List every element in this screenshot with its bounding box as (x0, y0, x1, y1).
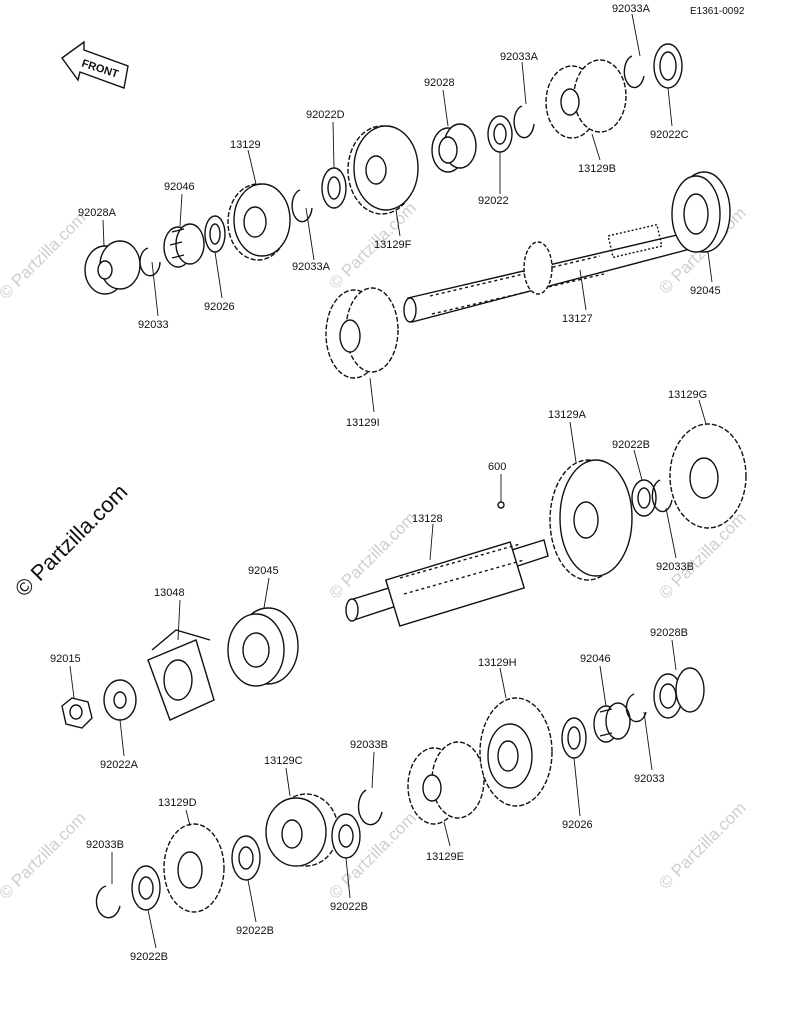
part-92015 (61, 697, 93, 729)
label-92022A: 92022A (100, 759, 139, 771)
drive-shaft-assembly (345, 423, 747, 627)
label-92022D: 92022D (306, 109, 345, 121)
part-92033A-mid (513, 105, 535, 139)
drive-shaft-gears (95, 667, 705, 919)
watermark-8: © Partzilla.com (655, 798, 749, 892)
label-92022C: 92022C (650, 129, 689, 141)
watermark-6: © Partzilla.com (0, 808, 90, 902)
label-13129D: 13129D (158, 797, 197, 809)
part-92033A-low (291, 189, 313, 223)
label-92022B-left: 92022B (130, 951, 168, 963)
part-92033A-top (623, 55, 645, 89)
label-92033B-low: 92033B (350, 739, 388, 751)
label-13127: 13127 (562, 313, 593, 325)
part-600 (497, 501, 505, 509)
label-92015: 92015 (50, 653, 81, 665)
label-92022B-low1: 92022B (236, 925, 274, 937)
label-92022B-mid: 92022B (612, 439, 650, 451)
part-13129F (347, 125, 419, 215)
output-shaft-assembly (84, 43, 731, 379)
label-92033B-left: 92033B (86, 839, 124, 851)
label-92033-right: 92033 (634, 773, 665, 785)
watermark-main: © Partzilla.com (10, 479, 133, 602)
label-92022B-low2: 92022B (330, 901, 368, 913)
part-92046-top (163, 223, 205, 268)
label-13129E: 13129E (426, 851, 464, 863)
part-13129 (227, 183, 291, 261)
part-13129A (549, 459, 633, 581)
part-92028B (653, 667, 705, 719)
label-13128: 13128 (412, 513, 443, 525)
label-92033B-mid: 92033B (656, 561, 694, 573)
part-13129H (479, 697, 553, 807)
label-92026-left: 92026 (204, 301, 235, 313)
part-92022B-low1 (231, 835, 261, 881)
label-13129G: 13129G (668, 389, 707, 401)
label-92033-left: 92033 (138, 319, 169, 331)
part-13127 (403, 223, 695, 323)
part-92022B-left (131, 865, 161, 911)
label-13129I: 13129I (346, 417, 380, 429)
part-13128 (345, 539, 549, 627)
label-13129B: 13129B (578, 163, 616, 175)
watermark-1: © Partzilla.com (0, 208, 90, 302)
label-92046-top: 92046 (164, 181, 195, 193)
label-13129: 13129 (230, 139, 261, 151)
label-13129H: 13129H (478, 657, 517, 669)
part-92028-top (431, 123, 477, 173)
label-92028B: 92028B (650, 627, 688, 639)
label-92026-right: 92026 (562, 819, 593, 831)
part-13048 (147, 629, 215, 721)
diagram-code: E1361-0092 (690, 6, 745, 17)
part-92033B-mid (651, 479, 673, 513)
part-13129D (163, 823, 225, 913)
part-13129E (407, 741, 485, 825)
label-92045-right: 92045 (690, 285, 721, 297)
part-92045-left (227, 607, 299, 687)
part-labels: 92033A 92033A 92028 92022D 13129 92046 9… (50, 3, 721, 963)
part-13129C (265, 793, 339, 867)
part-92033B-left (95, 885, 121, 919)
part-92022C (653, 43, 683, 89)
part-92045-right (671, 171, 731, 253)
label-13129A: 13129A (548, 409, 587, 421)
label-13129C: 13129C (264, 755, 303, 767)
label-92022-top: 92022 (478, 195, 509, 207)
part-13129G (669, 423, 747, 529)
label-92045-left: 92045 (248, 565, 279, 577)
part-92028A (84, 240, 141, 295)
label-92028A: 92028A (78, 207, 117, 219)
part-92033-left (139, 247, 161, 277)
label-92033A-mid: 92033A (500, 51, 539, 63)
leader-lines (69, 13, 713, 949)
part-13129I (325, 287, 399, 379)
part-92046-low (593, 702, 631, 743)
part-13129B (545, 59, 627, 139)
part-92026-left (204, 215, 226, 253)
part-92022B-low2 (331, 813, 361, 859)
label-92028-top: 92028 (424, 77, 455, 89)
label-92046-low: 92046 (580, 653, 611, 665)
label-13048: 13048 (154, 587, 185, 599)
part-92022D (321, 167, 347, 209)
part-92022-top (487, 115, 513, 153)
sprocket-side-parts (61, 607, 299, 729)
front-arrow-icon: FRONT (61, 40, 129, 89)
label-13129F: 13129F (374, 239, 412, 251)
label-92033A-top: 92033A (612, 3, 651, 15)
part-92033-right (625, 693, 647, 723)
part-92033B-low (357, 789, 383, 826)
label-600: 600 (488, 461, 506, 473)
part-92026-right (561, 717, 587, 759)
label-92033A-low: 92033A (292, 261, 331, 273)
part-92022B-mid (631, 479, 657, 517)
part-92022A (103, 679, 137, 721)
